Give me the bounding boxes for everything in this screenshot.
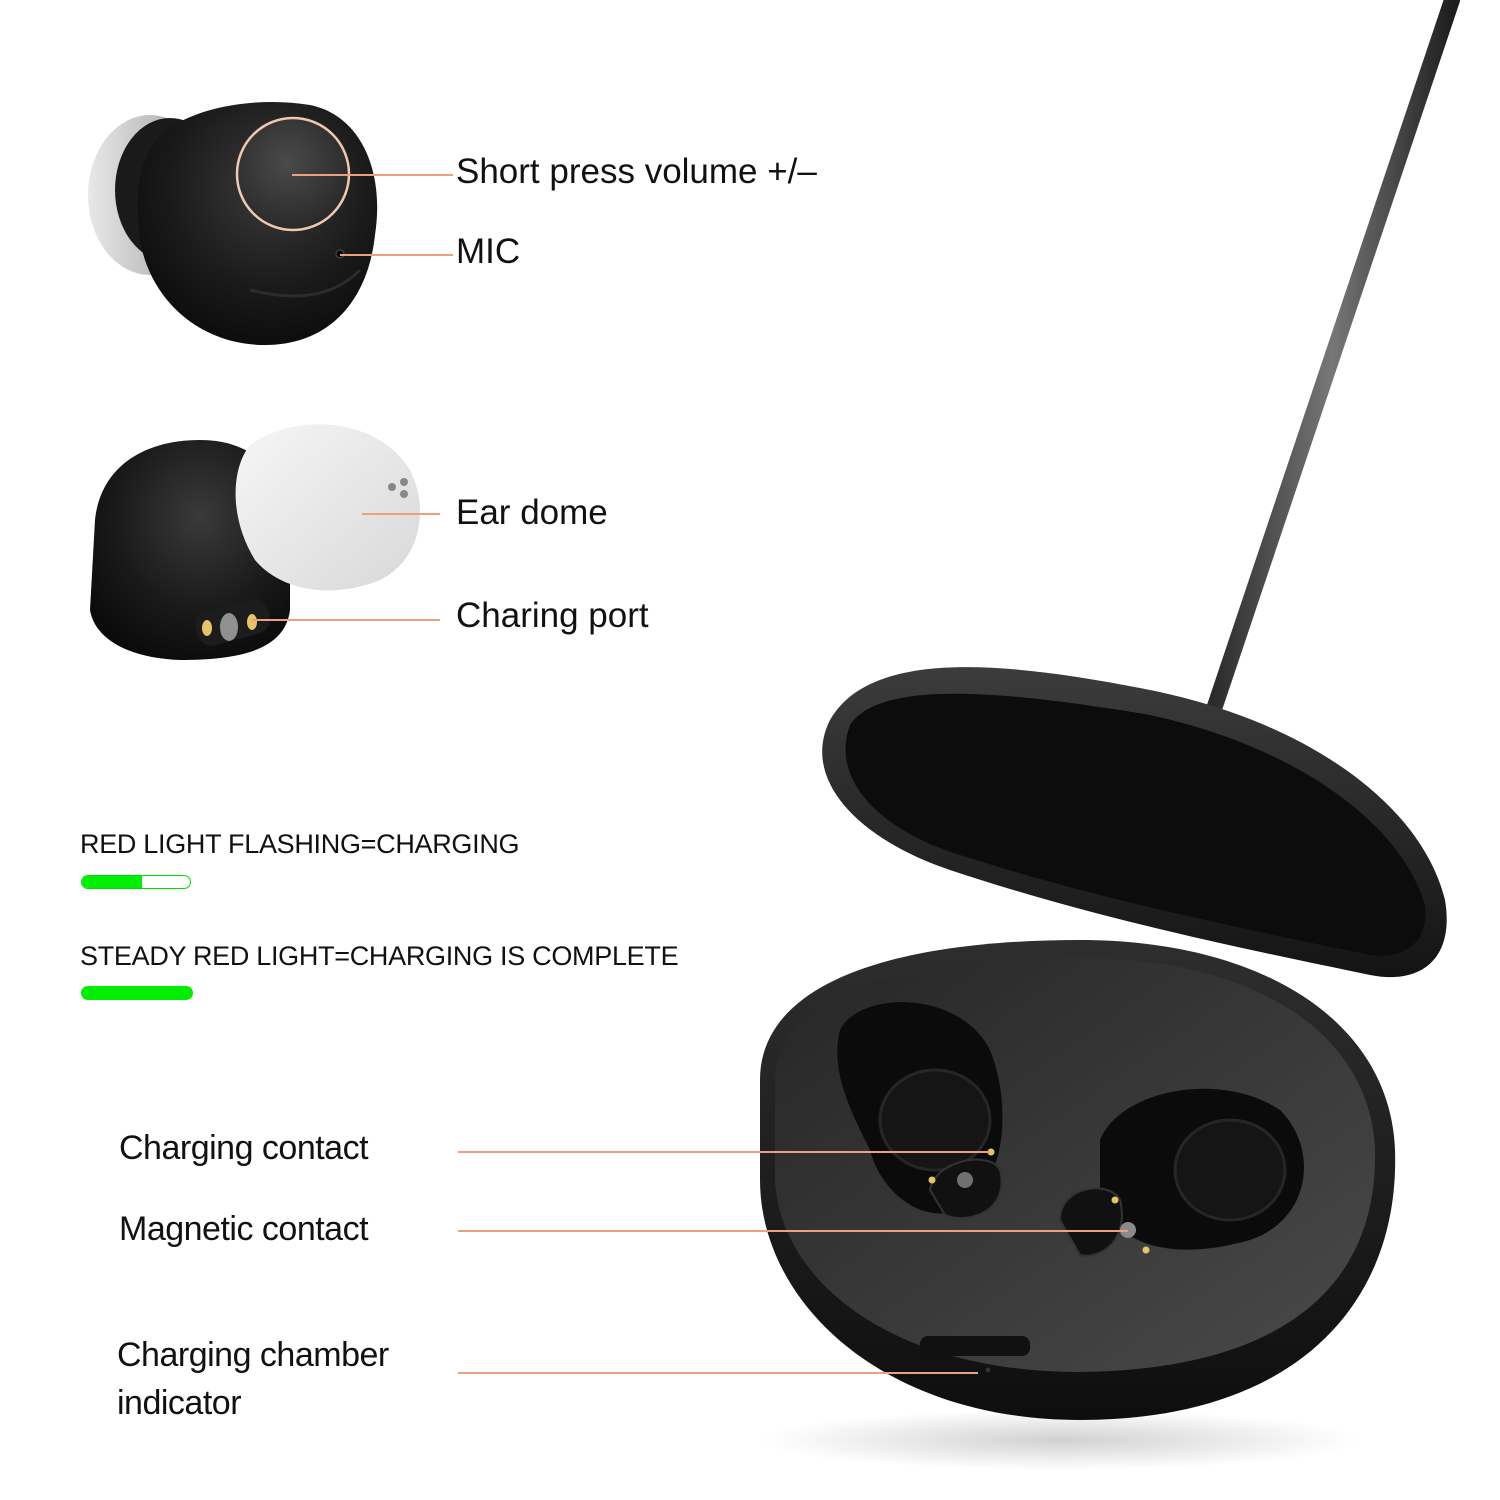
indicator-text-flashing: RED LIGHT FLASHING=CHARGING	[80, 829, 520, 859]
callout-line-volume	[292, 174, 453, 176]
earbud-top-view	[88, 102, 378, 345]
label-ear-dome: Ear dome	[456, 493, 608, 532]
label-charging-port: Charing port	[456, 596, 649, 635]
indicator-bar-partial-fill	[82, 876, 143, 888]
label-chamber-indicator-line1: Charging chamber	[117, 1336, 389, 1374]
indicator-bar-full	[81, 986, 193, 1000]
label-volume-button: Short press volume +/–	[456, 152, 817, 191]
earbud-side-view	[90, 424, 420, 660]
callout-line-magnetic-contact	[458, 1230, 1128, 1232]
callout-line-chamber-indicator	[458, 1372, 978, 1374]
charging-case	[760, 667, 1447, 1470]
callout-line-mic	[340, 254, 453, 256]
indicator-bar-partial	[81, 875, 191, 889]
callout-line-charging-port	[252, 619, 440, 621]
label-magnetic-contact: Magnetic contact	[119, 1210, 369, 1248]
indicator-text-steady: STEADY RED LIGHT=CHARGING IS COMPLETE	[80, 941, 679, 971]
label-mic: MIC	[456, 232, 521, 271]
usb-cable	[1204, 0, 1460, 723]
callout-line-charging-contact	[458, 1151, 990, 1153]
label-charging-contact: Charging contact	[119, 1129, 369, 1167]
label-chamber-indicator-line2: indicator	[117, 1384, 242, 1422]
callout-line-ear-dome	[362, 513, 440, 515]
